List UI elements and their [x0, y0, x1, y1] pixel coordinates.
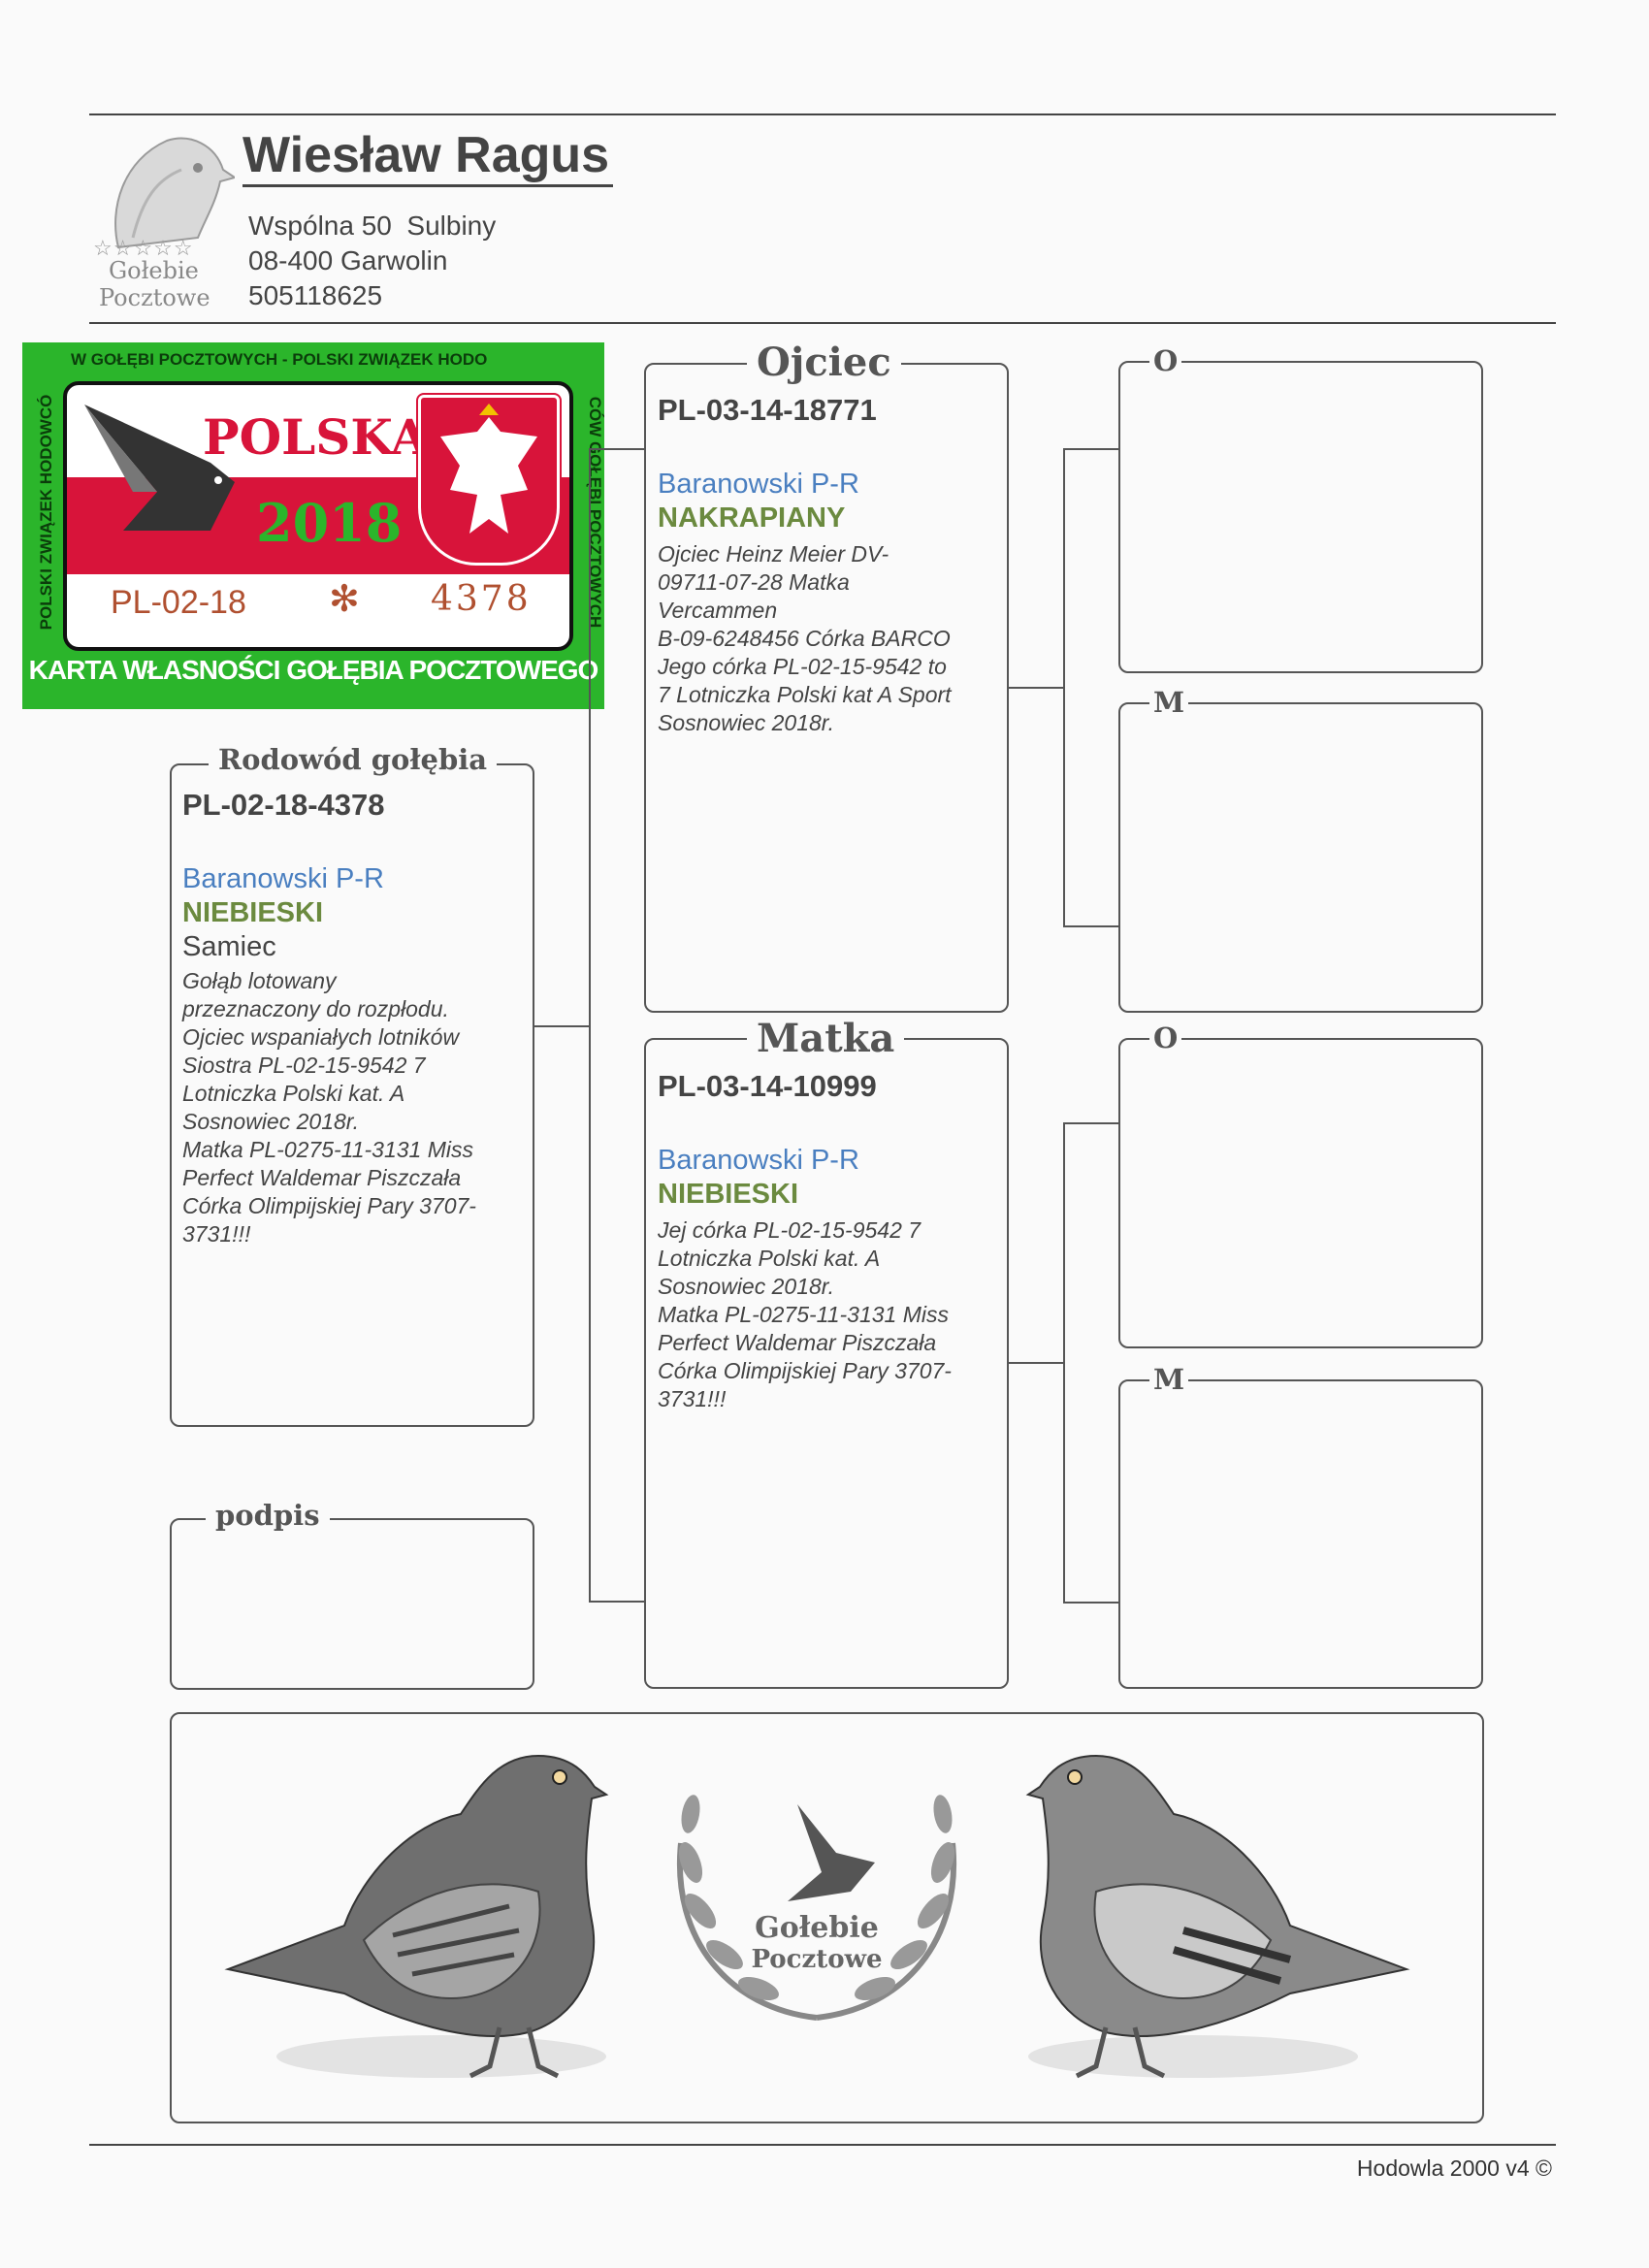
father-notes: Ojciec Heinz Meier DV- 09711-07-28 Matka… — [658, 540, 997, 737]
connector-pigeon-stub — [533, 1025, 589, 1027]
footer-rule — [89, 2144, 1556, 2146]
pigeon-color: NIEBIESKI — [182, 897, 324, 928]
card-ring-prefix: PL-02-18 — [111, 584, 246, 621]
pigeon-right-illustration — [1025, 1754, 1410, 2079]
note-line: Sosnowiec 2018r. — [182, 1109, 359, 1134]
header-top-rule — [89, 113, 1556, 115]
pigeon-content: PL-02-18-4378 Baranowski P-R NIEBIESKI S… — [182, 788, 522, 1248]
grandmother-maternal-box — [1118, 1379, 1483, 1689]
owner-address-1: Wspólna 50 Sulbiny — [248, 211, 497, 241]
note-line: 3731!!! — [182, 1221, 251, 1247]
pigeon-notes: Gołąb lotowany przeznaczony do rozpłodu.… — [182, 967, 522, 1248]
pigeon-legend: Rodowód gołębia — [209, 743, 498, 776]
note-line: Sosnowiec 2018r. — [658, 710, 834, 735]
card-border-text-left: POLSKI ZWIĄZEK HODOWCÓ — [37, 394, 55, 631]
note-line: 7 Lotniczka Polski kat A Sport — [658, 682, 952, 707]
card-caption: KARTA WŁASNOŚCI GOŁĘBIA POCZTOWEGO — [28, 655, 599, 685]
note-line: Jego córka PL-02-15-9542 to — [658, 654, 947, 679]
note-line: Siostra PL-02-15-9542 7 — [182, 1053, 426, 1078]
white-eagle-icon — [440, 404, 537, 534]
note-line: Matka PL-0275-11-3131 Miss — [658, 1302, 949, 1327]
note-line: Jej córka PL-02-15-9542 7 — [658, 1217, 922, 1243]
note-line: B-09-6248456 Córka BARCO — [658, 626, 951, 651]
mother-legend: Matka — [747, 1016, 905, 1061]
note-line: Vercammen — [658, 598, 778, 623]
note-line: Gołąb lotowany — [182, 968, 337, 993]
footer-text: Hodowla 2000 v4 © — [1356, 2155, 1552, 2181]
owner-phone: 505118625 — [248, 280, 383, 310]
pigeon-ring: PL-02-18-4378 — [182, 788, 385, 822]
mother-breeder: Baranowski P-R — [658, 1145, 859, 1176]
header-logo: ☆☆☆☆☆ Gołebie Pocztowe — [89, 131, 238, 315]
note-line: 09711-07-28 Matka — [658, 569, 850, 595]
father-ring: PL-03-14-18771 — [658, 393, 877, 427]
illustration-box — [170, 1712, 1484, 2123]
laurel-wreath-logo — [676, 1795, 957, 2021]
mother-notes: Jej córka PL-02-15-9542 7 Lotniczka Pols… — [658, 1216, 997, 1413]
signature-legend: podpis — [206, 1499, 330, 1532]
father-breeder: Baranowski P-R — [658, 469, 859, 500]
connector-pigeon — [589, 448, 646, 1603]
note-line: Lotniczka Polski kat. A — [182, 1081, 405, 1106]
connector-father — [1063, 448, 1119, 927]
grandmother-paternal-legend: M — [1149, 686, 1189, 719]
ownership-card: W GOŁĘBI POCZTOWYCH - POLSKI ZWIĄZEK HOD… — [22, 342, 604, 709]
grandmother-paternal-box — [1118, 702, 1483, 1013]
card-snowflake-icon: ✻ — [329, 579, 360, 620]
father-legend: Ojciec — [747, 340, 901, 385]
header-bottom-rule — [89, 322, 1556, 324]
pigeon-left-illustration — [224, 1754, 609, 2079]
pigeon-sex: Samiec — [182, 931, 276, 962]
pigeon-head-icon — [114, 137, 238, 249]
mother-ring: PL-03-14-10999 — [658, 1069, 877, 1103]
pigeon-breeder: Baranowski P-R — [182, 863, 384, 894]
note-line: Perfect Waldemar Piszczała — [658, 1330, 937, 1355]
grandfather-maternal-box — [1118, 1038, 1483, 1348]
owner-address-2: 08-400 Garwolin — [248, 245, 448, 275]
connector-mother-stub — [1007, 1362, 1063, 1364]
mother-content: PL-03-14-10999 Baranowski P-R NIEBIESKI … — [658, 1069, 997, 1413]
footer-logo-line1: Gołebie — [755, 1911, 879, 1945]
mother-color: NIEBIESKI — [658, 1179, 799, 1210]
note-line: Ojciec Heinz Meier DV- — [658, 541, 889, 567]
logo-text-2: Pocztowe — [99, 284, 210, 311]
father-content: PL-03-14-18771 Baranowski P-R NAKRAPIANY… — [658, 393, 997, 737]
note-line: przeznaczony do rozpłodu. — [182, 996, 449, 1021]
card-inner-panel: POLSKA 2018 PL-02-18 ✻ 4378 — [63, 381, 573, 651]
note-line: Ojciec wspaniałych lotników — [182, 1024, 460, 1050]
card-ring-number: 4378 — [431, 579, 532, 619]
grandmother-maternal-legend: M — [1149, 1363, 1189, 1396]
father-color: NAKRAPIANY — [658, 502, 846, 534]
coat-of-arms — [418, 395, 560, 566]
card-year: 2018 — [256, 492, 403, 554]
note-line: Sosnowiec 2018r. — [658, 1274, 834, 1299]
owner-name: Wiesław Ragus — [242, 126, 614, 187]
card-country: POLSKA — [203, 408, 429, 466]
grandfather-maternal-legend: O — [1149, 1021, 1182, 1054]
note-line: Córka Olimpijskiej Pary 3707- — [658, 1358, 952, 1383]
connector-father-stub — [1007, 687, 1063, 689]
note-line: Matka PL-0275-11-3131 Miss — [182, 1137, 473, 1162]
signature-box[interactable] — [170, 1518, 534, 1690]
logo-stars: ☆☆☆☆☆ — [93, 236, 194, 260]
grandfather-paternal-box — [1118, 361, 1483, 673]
footer-logo-line2: Pocztowe — [751, 1945, 883, 1974]
connector-mother — [1063, 1122, 1119, 1604]
card-border-text-top: W GOŁĘBI POCZTOWYCH - POLSKI ZWIĄZEK HOD… — [71, 350, 488, 369]
note-line: 3731!!! — [658, 1386, 727, 1411]
note-line: Lotniczka Polski kat. A — [658, 1246, 881, 1271]
logo-text-1: Gołebie — [109, 257, 199, 284]
note-line: Perfect Waldemar Piszczała — [182, 1165, 462, 1190]
flying-pigeon-icon — [84, 405, 235, 531]
note-line: Córka Olimpijskiej Pary 3707- — [182, 1193, 476, 1218]
grandfather-paternal-legend: O — [1149, 344, 1182, 377]
